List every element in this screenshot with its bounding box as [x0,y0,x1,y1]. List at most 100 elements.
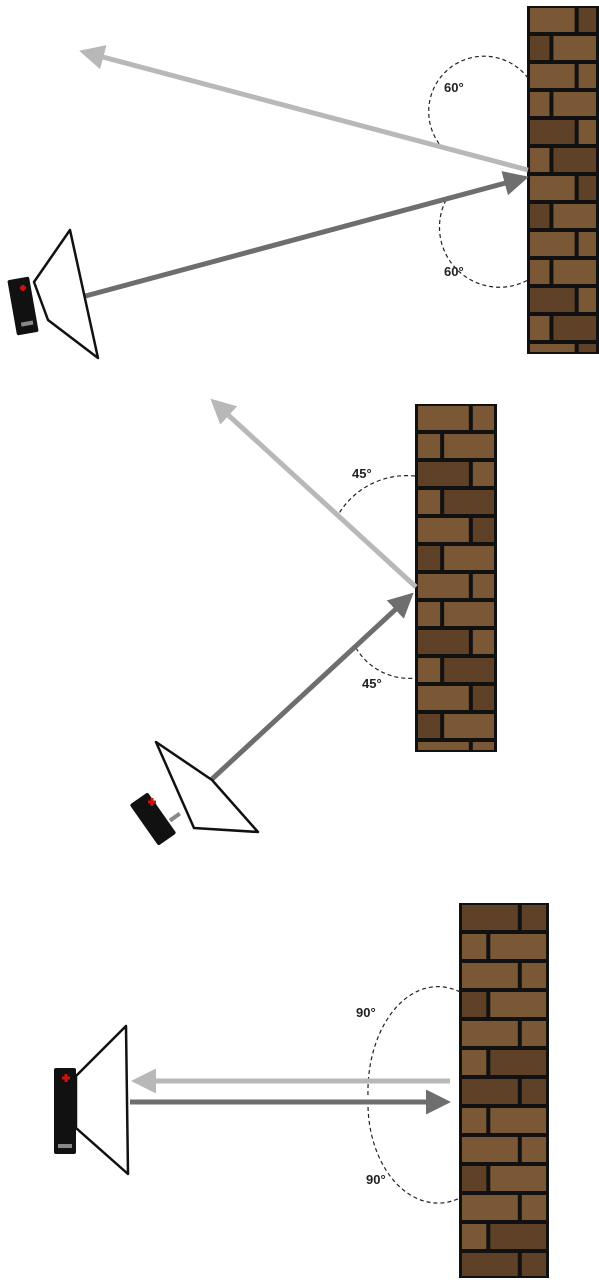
angle-label-bottom: 45° [362,676,382,691]
brick [418,686,469,710]
brick [579,64,596,88]
brick [490,1224,546,1249]
brick [579,8,596,32]
brick [490,934,546,959]
speaker-icon [7,230,98,358]
brick [530,288,575,312]
brick [444,602,494,626]
brick [462,1195,518,1220]
brick [462,1079,518,1104]
brick [473,518,494,542]
incident-arrow [78,178,524,298]
brick [553,204,596,228]
brick [553,148,596,172]
brick [522,905,546,930]
brick [418,630,469,654]
angle-label-top: 60° [444,80,464,95]
angle-arc-reflected [368,1100,460,1203]
brick [530,204,549,228]
brick [579,232,596,256]
brick [418,518,469,542]
brick [462,1050,486,1075]
brick [530,260,549,284]
brick [444,490,494,514]
brick [579,120,596,144]
brick [444,658,494,682]
brick [522,1079,546,1104]
speaker-icon [54,1026,128,1174]
angle-arc-reflected [356,648,416,678]
brick [490,1166,546,1191]
brick [530,120,575,144]
brick-wall [415,404,497,752]
brick [462,934,486,959]
brick [444,546,494,570]
brick [473,574,494,598]
brick [462,1166,486,1191]
brick [462,1253,518,1276]
brick [444,714,494,738]
brick [444,434,494,458]
brick [462,1021,518,1046]
brick [530,36,549,60]
brick [579,288,596,312]
brick [530,316,549,340]
brick [553,260,596,284]
brick [462,905,518,930]
brick [553,36,596,60]
panel-60: 60° 60° [7,6,599,358]
brick [530,148,549,172]
panel-90: 90° 90° [54,903,549,1278]
brick [553,92,596,116]
brick [530,64,575,88]
brick [462,1224,486,1249]
brick [418,490,440,514]
angle-label-bottom: 60° [444,264,464,279]
panel-45: 45° 45° [130,402,497,846]
brick [579,344,596,352]
brick [530,8,575,32]
brick [418,406,469,430]
brick [579,176,596,200]
brick-wall [459,903,549,1278]
brick [490,992,546,1017]
brick [418,574,469,598]
brick [418,434,440,458]
brick [418,462,469,486]
brick [462,1108,486,1133]
angle-label-bottom: 90° [366,1172,386,1187]
brick [462,1137,518,1162]
brick [462,963,518,988]
brick [462,992,486,1017]
brick-wall [527,6,599,354]
brick [418,714,440,738]
brick [522,963,546,988]
angle-arc-incident [429,56,528,145]
brick [553,316,596,340]
angle-label-top: 90° [356,1005,376,1020]
brick [473,406,494,430]
brick [418,742,469,750]
reflected-arrow [214,402,416,587]
brick [522,1253,546,1276]
brick [490,1050,546,1075]
reflected-arrow [84,52,528,170]
angle-label-top: 45° [352,466,372,481]
brick [418,546,440,570]
brick [530,232,575,256]
brick [530,176,575,200]
brick [490,1108,546,1133]
brick [418,602,440,626]
brick [522,1021,546,1046]
brick [418,658,440,682]
brick [530,92,549,116]
angle-arc-incident [338,476,415,515]
brick [522,1195,546,1220]
brick [473,462,494,486]
brick [473,630,494,654]
brick [522,1137,546,1162]
brick [473,686,494,710]
brick [530,344,575,352]
brick [473,742,494,750]
